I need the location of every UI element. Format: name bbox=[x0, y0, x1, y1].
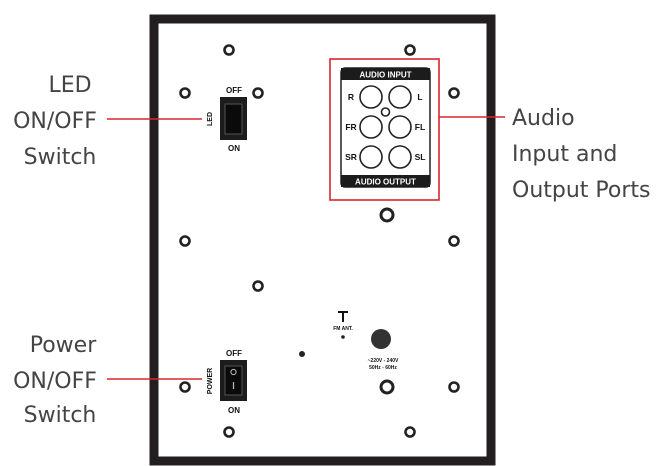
antenna-icon bbox=[338, 311, 348, 322]
led-callout-line-1: LED bbox=[48, 73, 91, 98]
led-switch-on-label: ON bbox=[228, 144, 240, 153]
audio-callout-box bbox=[329, 58, 440, 201]
audio-output-header-bar bbox=[341, 175, 430, 187]
screw bbox=[404, 426, 416, 438]
audio-port-sr[interactable] bbox=[359, 145, 383, 169]
power-input-frequency: 50Hz - 60Hz bbox=[369, 365, 397, 371]
power-callout-line-1: Power bbox=[30, 333, 97, 358]
screw bbox=[252, 87, 264, 99]
screw bbox=[179, 235, 191, 247]
audio-panel-screw bbox=[380, 107, 391, 117]
screws bbox=[179, 44, 460, 438]
audio-callout-line-3: Output Ports bbox=[512, 178, 651, 203]
power-callout-line-2: ON/OFF bbox=[13, 369, 97, 394]
audio-callout-line-2: Input and bbox=[512, 142, 617, 167]
callout-lines bbox=[107, 58, 505, 380]
audio-port-sl[interactable] bbox=[388, 145, 412, 169]
power-switch-group: OFF ON POWER bbox=[207, 349, 247, 415]
led-toggle-rocker bbox=[224, 103, 243, 135]
audio-output-header: AUDIO OUTPUT bbox=[355, 178, 416, 187]
led-callout-line-2: ON/OFF bbox=[13, 109, 97, 134]
port-label-sl: SL bbox=[415, 152, 426, 162]
power-input-voltage: ~220V - 240V bbox=[368, 358, 399, 364]
screw bbox=[223, 44, 235, 56]
audio-callout: Audio Input and Output Ports bbox=[512, 106, 651, 203]
screw bbox=[179, 381, 191, 393]
screw bbox=[179, 87, 191, 99]
screw bbox=[448, 235, 460, 247]
audio-port-panel: AUDIO INPUT AUDIO OUTPUT R L FR FL SR SL bbox=[340, 67, 431, 188]
audio-port-r[interactable] bbox=[359, 85, 383, 109]
large-screw bbox=[379, 207, 395, 223]
screw bbox=[448, 381, 460, 393]
power-callout-line-3: Switch bbox=[24, 403, 97, 428]
hole-dot bbox=[299, 351, 305, 357]
power-switch-off-label: OFF bbox=[226, 349, 242, 358]
port-label-fr: FR bbox=[345, 122, 356, 132]
port-label-r: R bbox=[348, 92, 354, 102]
audio-port-l[interactable] bbox=[388, 85, 412, 109]
fm-antenna-label: FM ANT. bbox=[333, 326, 353, 332]
screw bbox=[252, 280, 264, 292]
screw bbox=[448, 87, 460, 99]
audio-input-header: AUDIO INPUT bbox=[360, 71, 412, 80]
rear-panel bbox=[149, 14, 496, 466]
led-callout: LED ON/OFF Switch bbox=[13, 73, 97, 170]
fm-antenna: FM ANT. bbox=[333, 311, 353, 339]
large-screw bbox=[379, 379, 395, 395]
led-switch-off-label: OFF bbox=[226, 86, 242, 95]
led-switch-name: LED bbox=[207, 112, 214, 126]
screw bbox=[223, 426, 235, 438]
led-callout-line-3: Switch bbox=[24, 145, 97, 170]
audio-input-header-bar bbox=[341, 68, 430, 80]
port-label-fl: FL bbox=[415, 122, 425, 132]
audio-port-fr[interactable] bbox=[359, 115, 383, 139]
port-label-sr: SR bbox=[345, 152, 357, 162]
power-input: ~220V - 240V 50Hz - 60Hz bbox=[368, 329, 399, 371]
power-switch-on-label: ON bbox=[228, 406, 240, 415]
screw bbox=[404, 44, 416, 56]
power-input-socket[interactable] bbox=[371, 329, 391, 349]
audio-callout-line-1: Audio bbox=[512, 106, 575, 131]
power-toggle-rocker bbox=[224, 365, 243, 396]
fm-antenna-jack[interactable] bbox=[341, 335, 345, 339]
led-switch-group: OFF ON LED bbox=[207, 86, 247, 153]
port-label-l: L bbox=[417, 92, 422, 102]
power-off-symbol-icon bbox=[230, 368, 237, 376]
power-switch-name: POWER bbox=[207, 368, 214, 394]
power-callout: Power ON/OFF Switch bbox=[13, 333, 97, 428]
audio-port-fl[interactable] bbox=[388, 115, 412, 139]
